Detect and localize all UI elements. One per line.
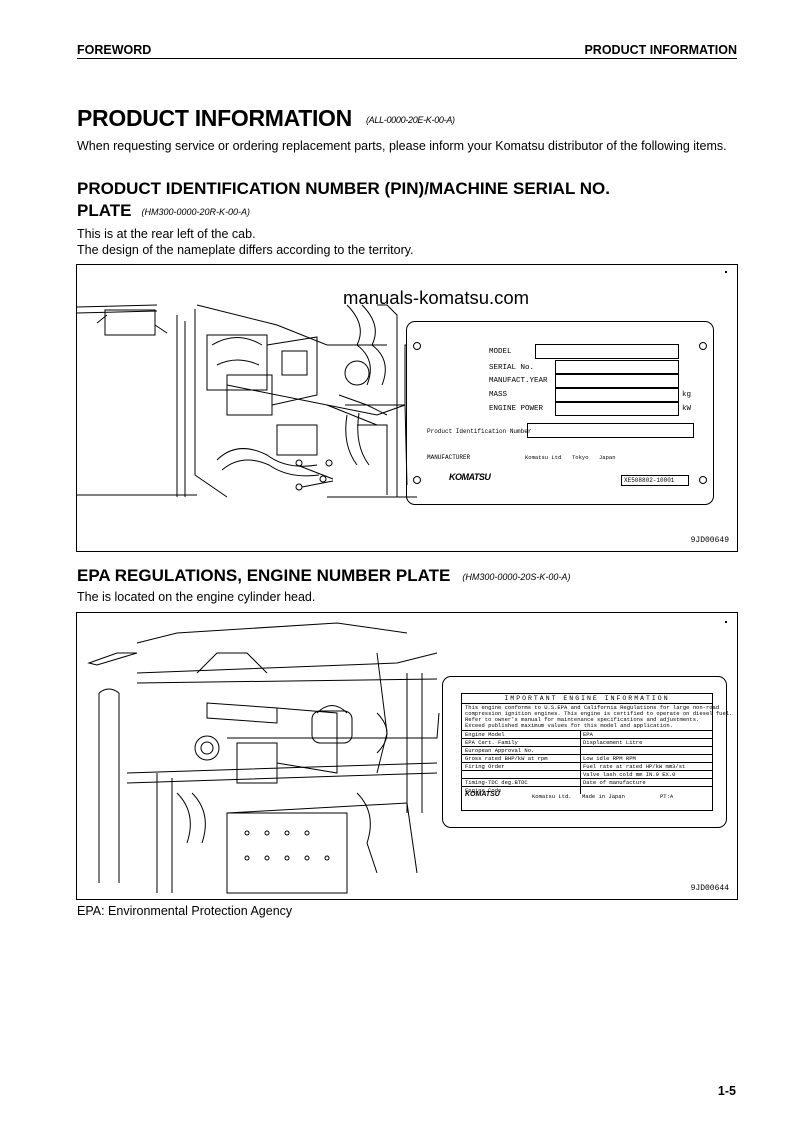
engine-plate-row: Gross rated BHP/kW at rpm Low idle RPM RP…: [462, 754, 712, 762]
plate-city: Tokyo: [572, 454, 589, 461]
plate-label-manufacturer: MANUFACTURER: [427, 454, 471, 461]
engine-plate-row-divider: [580, 763, 581, 770]
engine-plate-row-divider: [580, 731, 581, 738]
engine-plate-row-left: Gross rated BHP/kW at rpm: [465, 755, 548, 762]
engine-plate-row-right: Fuel rate at rated HP/kW mm3/st: [583, 763, 686, 770]
intro-paragraph: When requesting service or ordering repl…: [77, 139, 727, 153]
rivet-icon: [699, 476, 707, 484]
engine-plate-row-divider: [580, 747, 581, 754]
plate-field-serial: [555, 360, 679, 374]
figure-corner-dot: [725, 271, 727, 273]
epa-heading: EPA REGULATIONS, ENGINE NUMBER PLATE (HM3…: [77, 565, 737, 588]
epa-heading-text: EPA REGULATIONS, ENGINE NUMBER PLATE: [77, 566, 451, 585]
engine-plate-heading: IMPORTANT ENGINE INFORMATION: [462, 694, 712, 704]
plate-field-power: [555, 402, 679, 416]
page-title-text: PRODUCT INFORMATION: [77, 105, 352, 131]
plate-unit-kg: kg: [682, 391, 692, 399]
engine-info-plate: IMPORTANT ENGINE INFORMATION This engine…: [442, 676, 732, 828]
engine-plate-row: EPA Cert. Family Displacement Litre: [462, 738, 712, 746]
engine-plate-row-right: Valve lash cold mm IN.0 EX.0: [583, 771, 676, 778]
engine-plate-row-right: Low idle RPM RPM: [583, 755, 636, 762]
engine-plate-para-4: Exceed published maximum values for this…: [465, 722, 673, 729]
engine-plate-row-divider: [580, 755, 581, 762]
page-title-code: (ALL-0000-20E-K-00-A): [365, 114, 455, 125]
engine-plate-row-left: EPA Cert. Family: [465, 739, 518, 746]
engine-drawing: [87, 622, 440, 894]
epa-heading-code: (HM300-0000-20S-K-00-A): [462, 571, 571, 582]
plate-label-mass: MASS: [489, 391, 508, 399]
pin-heading-line1: PRODUCT IDENTIFICATION NUMBER (PIN)/MACH…: [77, 179, 610, 198]
engine-plate-pt: PT:A: [660, 793, 674, 800]
engine-plate-row-right: Displacement Litre: [583, 739, 643, 746]
engine-plate-rows: Engine Model EPA EPA Cert. Family Displacem…: [462, 730, 712, 794]
engine-plate-row-right: Date of manufacture: [583, 779, 646, 786]
engine-plate-made-in: Made in Japan: [582, 793, 625, 800]
pin-text-1: This is at the rear left of the cab.: [77, 227, 256, 241]
figure-id-1: 9JD00649: [690, 536, 729, 545]
pin-text-2: The design of the nameplate differs acco…: [77, 243, 414, 257]
figure-pin-plate: manuals-komatsu.com MODEL SERIAL No. MAN…: [76, 264, 738, 552]
plate-manufacturer-name: Komatsu Ltd: [525, 454, 562, 461]
engine-plate-para-3: Refer to owner's manual for maintenance …: [465, 716, 700, 723]
rivet-icon: [413, 476, 421, 484]
engine-plate-row-left: European Approval No.: [465, 747, 535, 754]
engine-plate-row: Valve lash cold mm IN.0 EX.0: [462, 770, 712, 778]
engine-plate-row-left: Engine Code: [465, 787, 502, 794]
engine-plate-row: Timing-TDC deg.BTDC Date of manufacture: [462, 778, 712, 786]
engine-plate-para-2: compression ignition engines. This engin…: [465, 710, 733, 717]
watermark: manuals-komatsu.com: [343, 287, 530, 308]
plate-field-mass: [555, 388, 679, 402]
header-rule: [77, 58, 737, 59]
engine-plate-row: Firing Order Fuel rate at rated HP/kW mm3…: [462, 762, 712, 770]
engine-plate-row-divider: [580, 771, 581, 778]
plate-label-model: MODEL: [489, 348, 512, 356]
plate-field-model: [535, 344, 679, 359]
rivet-icon: [413, 342, 421, 350]
engine-plate-row-left: Timing-TDC deg.BTDC: [465, 779, 528, 786]
running-header-right: PRODUCT INFORMATION: [584, 43, 737, 57]
engine-plate-maker: Komatsu Ltd.: [532, 793, 572, 800]
plate-country: Japan: [599, 454, 616, 461]
epa-text: The is located on the engine cylinder he…: [77, 590, 316, 604]
engine-plate-row-divider: [580, 787, 581, 794]
pin-heading: PRODUCT IDENTIFICATION NUMBER (PIN)/MACH…: [77, 178, 737, 223]
engine-plate-logo: KOMATSU: [465, 791, 500, 798]
plate-logo: KOMATSU: [449, 472, 491, 482]
figure-id-2: 9JD00644: [690, 884, 729, 893]
plate-part-number: XE508802-10001: [624, 477, 675, 484]
running-header-left: FOREWORD: [77, 43, 152, 57]
plate-field-pin: [527, 423, 694, 438]
rivet-icon: [699, 342, 707, 350]
figure-engine-plate: IMPORTANT ENGINE INFORMATION This engine…: [76, 612, 738, 900]
engine-plate-row-divider: [580, 779, 581, 786]
page-title: PRODUCT INFORMATION (ALL-0000-20E-K-00-A): [77, 105, 455, 132]
engine-plate-inner: IMPORTANT ENGINE INFORMATION This engine…: [461, 693, 732, 811]
plate-unit-kw: kW: [682, 405, 692, 413]
pin-heading-line2: PLATE: [77, 201, 132, 220]
plate-label-power: ENGINE POWER: [489, 405, 544, 413]
figure-corner-dot: [725, 621, 727, 623]
plate-label-serial: SERIAL No.: [489, 364, 535, 372]
plate-field-year: [555, 374, 679, 388]
plate-label-pin: Product Identification Number: [427, 428, 532, 435]
engine-plate-row-right: EPA: [583, 731, 593, 738]
engine-plate-para-1: This engine conforms to U.S.EPA and Cali…: [465, 704, 720, 711]
engine-plate-row-divider: [580, 739, 581, 746]
plate-part-box: XE508802-10001: [621, 475, 689, 486]
engine-plate-row: Engine Code: [462, 786, 712, 794]
page-number: 1-5: [717, 1084, 736, 1098]
pin-heading-code: (HM300-0000-20R-K-00-A): [141, 206, 251, 217]
engine-plate-row-left: Engine Model: [465, 731, 505, 738]
pin-nameplate: MODEL SERIAL No. MANUFACT.YEAR MASS kg E…: [406, 321, 714, 505]
plate-label-year: MANUFACT.YEAR: [489, 377, 548, 385]
engine-plate-row: European Approval No.: [462, 746, 712, 754]
epa-footnote: EPA: Environmental Protection Agency: [77, 904, 293, 918]
engine-plate-row-left: Firing Order: [465, 763, 505, 770]
engine-plate-row: Engine Model EPA: [462, 730, 712, 738]
